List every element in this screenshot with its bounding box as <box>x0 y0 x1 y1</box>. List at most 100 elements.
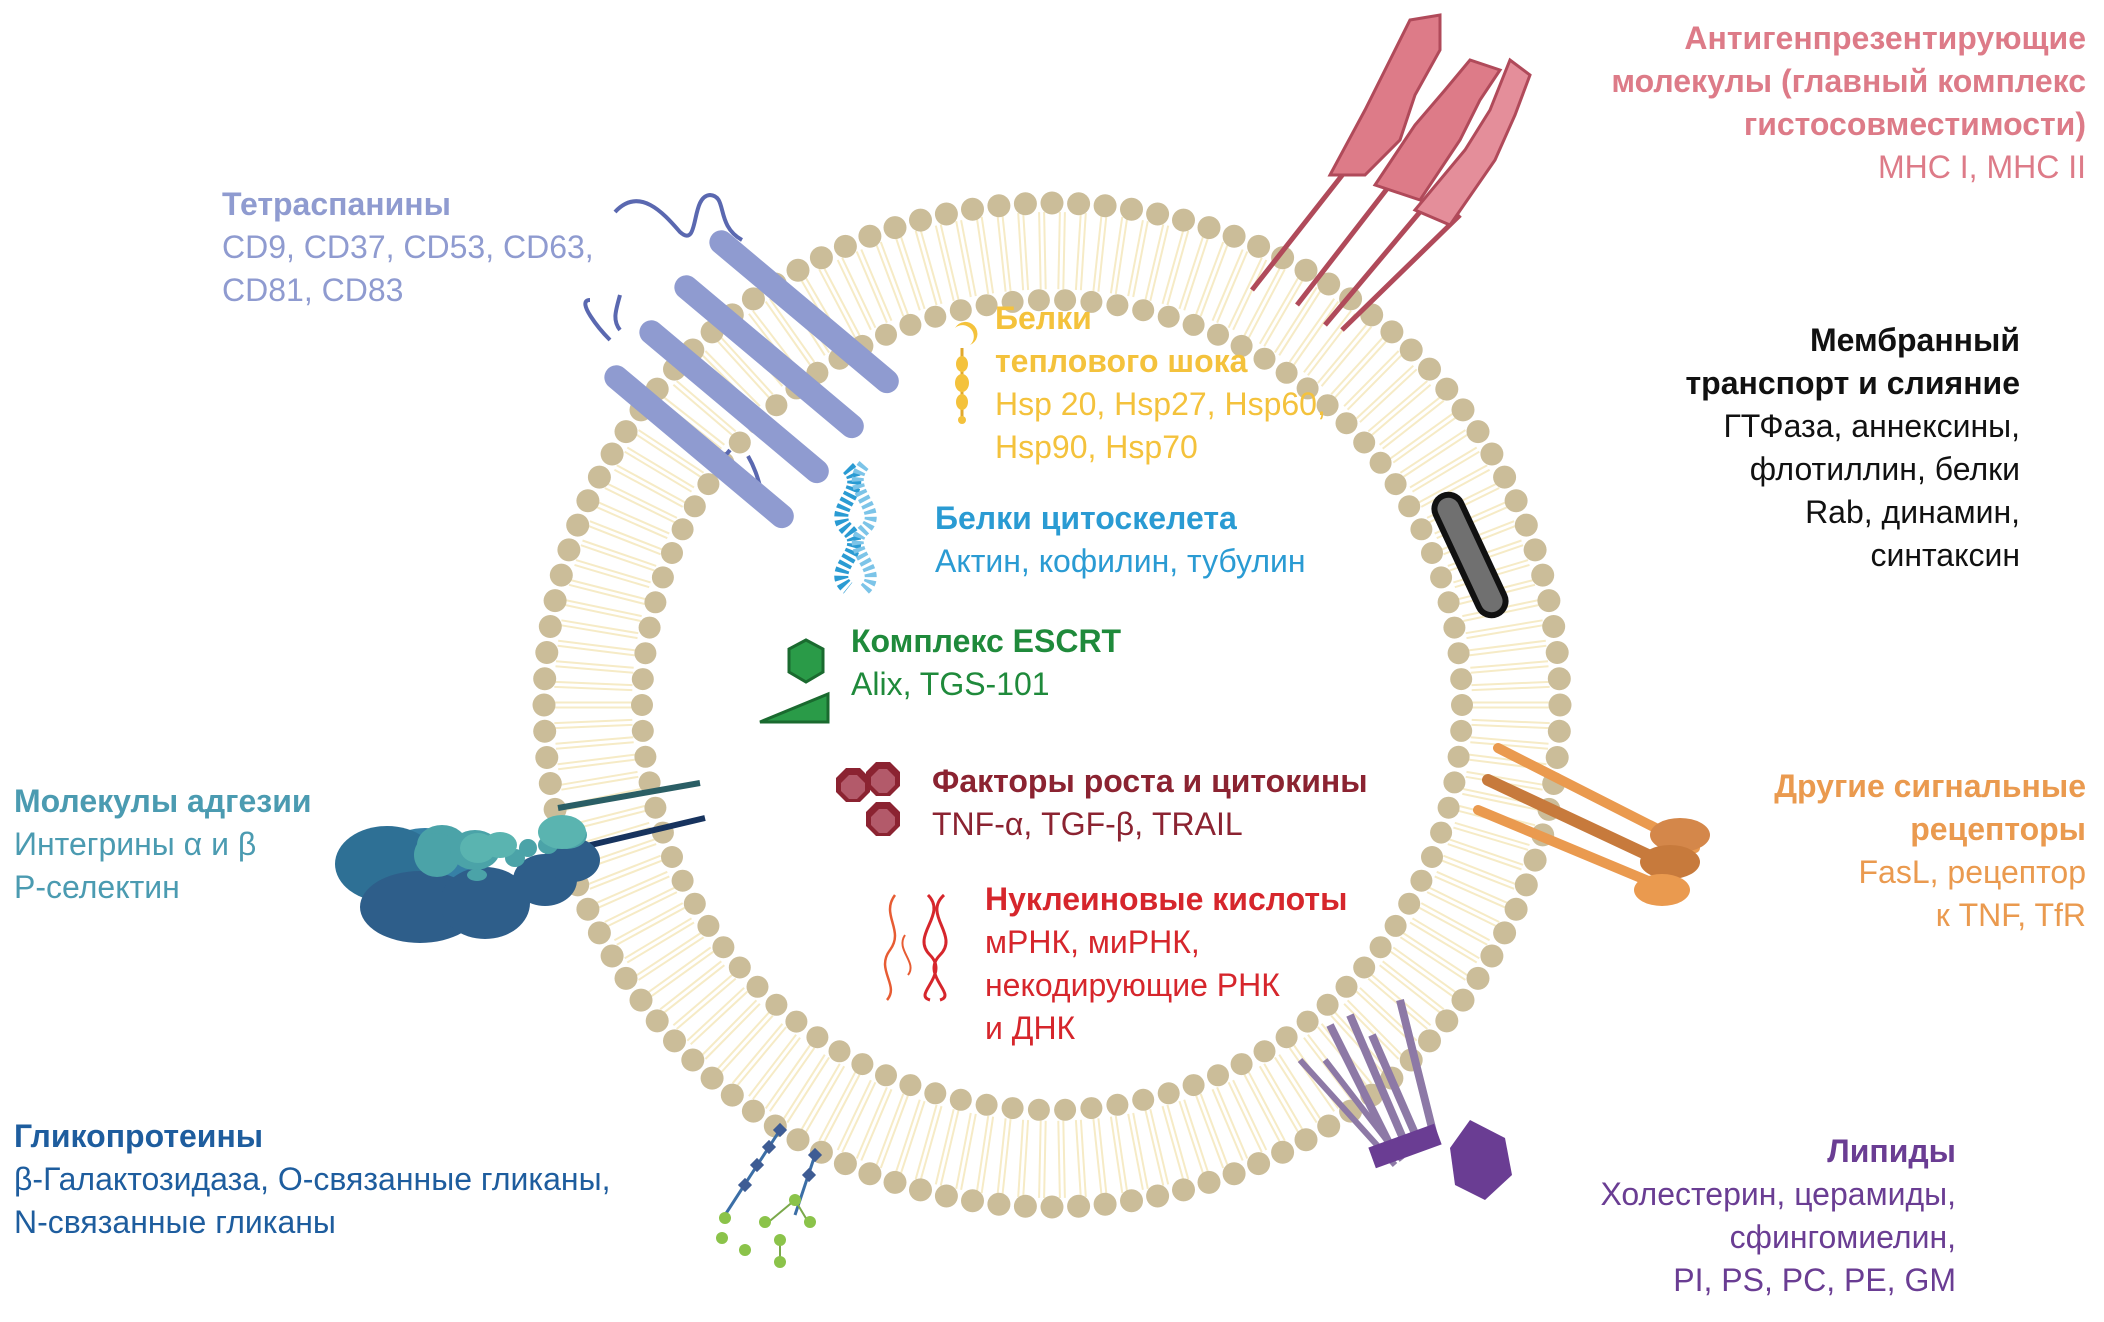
other-receptors-title-1: Другие сигнальные <box>1774 768 2086 804</box>
lipid-head <box>697 914 720 937</box>
lipid-tail <box>554 680 633 687</box>
lipid-tail <box>731 1023 784 1084</box>
lipid-head <box>1466 420 1490 444</box>
lipid-tail <box>1161 1105 1185 1181</box>
lipid-head <box>1001 290 1024 313</box>
lipid-tail <box>587 854 661 886</box>
lipid-head <box>1120 197 1143 221</box>
cytoskeleton-icon <box>834 461 877 595</box>
lipid-head <box>1531 563 1555 587</box>
lipid-head <box>1067 1194 1091 1218</box>
lipid-head <box>1294 1128 1318 1152</box>
lipid-head <box>833 1152 857 1176</box>
lipid-tail <box>595 505 668 540</box>
lipid-tail <box>975 1115 990 1193</box>
mhc-label: Антигенпрезентирующие молекулы (главный … <box>1611 17 2086 189</box>
lipid-head <box>1230 334 1253 357</box>
nucleic-acids-line-3: и ДНК <box>985 1010 1076 1046</box>
lipid-tail <box>1166 230 1190 306</box>
lipid-head <box>720 1083 744 1107</box>
lipid-head <box>644 796 667 819</box>
lipid-head <box>1430 566 1453 589</box>
lipid-tail <box>662 396 726 446</box>
lipid-head <box>746 975 769 998</box>
lipid-tail <box>1420 468 1491 508</box>
lipid-head <box>949 299 972 322</box>
lipid-head <box>1027 1098 1050 1121</box>
lipid-head <box>1353 956 1376 979</box>
lipid-head <box>741 1099 765 1123</box>
lipid-tail <box>1402 932 1469 977</box>
nucleic-acids-line-1: мРНК, миРНК, <box>985 924 1200 960</box>
lipid-tail <box>818 1071 857 1142</box>
lipid-head <box>532 693 556 717</box>
lipid-head <box>1545 746 1569 769</box>
lipid-head <box>663 1029 686 1053</box>
lipid-tail <box>1468 644 1547 657</box>
lipid-tail <box>701 999 758 1057</box>
other-receptors-title-2: рецепторы <box>1910 811 2086 847</box>
lipid-tail <box>555 736 634 745</box>
lipid-tail <box>1097 214 1108 292</box>
lipid-head <box>1504 897 1528 921</box>
nucleic-acid-icon <box>883 893 948 1002</box>
lipid-tail <box>1278 1054 1322 1121</box>
lipid-head <box>1120 1189 1143 1213</box>
lipid-tail <box>1109 1116 1124 1194</box>
lipid-head <box>1399 338 1423 362</box>
lipid-head <box>683 495 706 518</box>
lipid-tail <box>570 579 647 601</box>
adhesion-molecule-icon <box>335 780 706 943</box>
lipid-tail <box>1074 212 1082 290</box>
lipid-head <box>1435 1009 1459 1033</box>
lipid-head <box>1132 299 1155 322</box>
lipid-tail <box>879 1095 909 1169</box>
lipid-head <box>600 944 624 968</box>
lipid-head <box>883 216 907 240</box>
lipid-tail <box>647 946 712 994</box>
lipid-tail <box>1418 906 1488 946</box>
lipid-tail <box>1411 917 1480 960</box>
lipid-tail <box>568 805 645 827</box>
lipid-head <box>1222 224 1246 248</box>
lipid-tail <box>1114 217 1129 295</box>
lipid-tail <box>939 224 960 300</box>
lipid-tail <box>1263 278 1305 347</box>
lipid-head <box>651 566 674 589</box>
lipid-head <box>1247 1152 1271 1176</box>
lipid-head <box>1040 191 1064 215</box>
lipid-head <box>1172 1178 1195 1202</box>
lipid-head <box>576 897 600 921</box>
lipid-tail <box>1114 1115 1129 1193</box>
lipid-tail <box>996 1118 1007 1196</box>
lipid-head <box>1013 1194 1037 1218</box>
lipid-tail <box>616 464 686 504</box>
lipid-head <box>1317 272 1341 296</box>
lipid-tail <box>1382 399 1445 450</box>
lipid-head <box>1450 668 1473 691</box>
lipid-tail <box>1346 999 1403 1057</box>
lipid-tail <box>650 950 715 998</box>
lipid-head <box>1450 719 1473 742</box>
lipid-tail <box>1278 289 1322 356</box>
lipid-tail <box>1378 964 1442 1014</box>
lipid-tail <box>1038 1120 1042 1198</box>
lipid-head <box>899 1074 922 1097</box>
lipid-head <box>1093 194 1117 218</box>
lipid-tail <box>1097 1118 1108 1196</box>
lipid-tail <box>1178 1100 1205 1176</box>
lipid-tail <box>555 741 634 750</box>
lipid-head <box>634 745 657 768</box>
membrane-transport-line-4: синтаксин <box>1870 537 2020 573</box>
lipid-head <box>1271 246 1295 270</box>
membrane-transport-line-3: Rab, динамин, <box>1805 494 2020 530</box>
lipid-tail <box>768 298 816 363</box>
lipid-tail <box>1470 660 1549 669</box>
lipid-tail <box>1232 259 1268 331</box>
heat-shock-title-2: теплового шока <box>995 343 1248 379</box>
lipid-head <box>576 489 600 513</box>
lipids-line-3: PI, PS, PC, PE, GM <box>1673 1262 1956 1298</box>
lipid-tail <box>1199 1093 1229 1167</box>
other-receptors-line-1: FasL, рецептор <box>1858 854 2087 890</box>
